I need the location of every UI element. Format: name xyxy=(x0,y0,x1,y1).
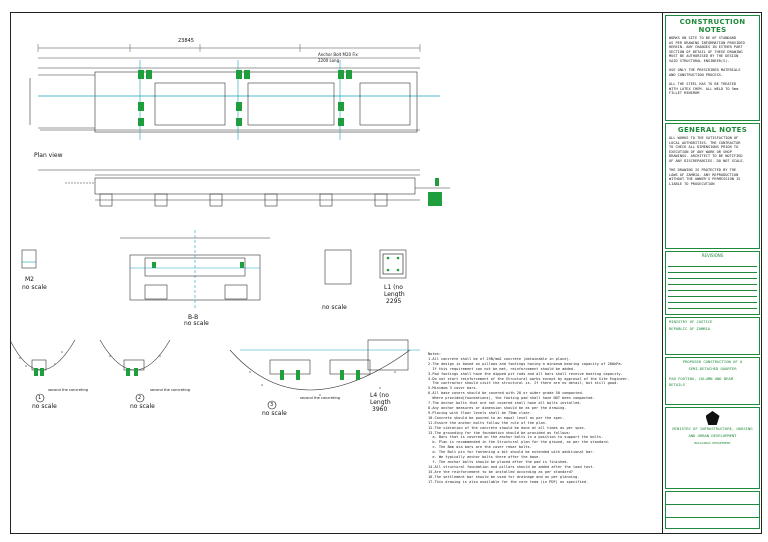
general-notes-box: GENERAL NOTES ALL WORKS TO THE SATISFACT… xyxy=(665,123,760,249)
construction-notes-title: CONSTRUCTION NOTES xyxy=(679,18,746,34)
title-block: CONSTRUCTION NOTES WORKS ON SITE TO BE O… xyxy=(662,13,761,533)
m2-label: M2 xyxy=(25,276,34,283)
anchor-note: Anchor Bolt M20 Fix xyxy=(318,52,358,57)
revisions-table xyxy=(668,261,757,312)
ministry-sub: BUILDINGS DEPARTMENT xyxy=(694,440,731,445)
beam-elevation-bolts xyxy=(428,178,442,206)
client-line-1: MINISTRY OF JUSTICE xyxy=(669,319,713,324)
bb-scale: no scale xyxy=(184,320,209,327)
ministry-line-2: AND URBAN DEVELOPMENT xyxy=(688,432,737,438)
section-b-b-cols xyxy=(152,262,244,268)
general-notes-title: GENERAL NOTES xyxy=(677,126,748,134)
detail-2-note: second the concreting xyxy=(150,388,191,392)
client-box: MINISTRY OF JUSTICE REPUBLIC OF ZAMBIA xyxy=(665,317,760,355)
overall-dimension: 23845 xyxy=(178,38,194,44)
detail-2-scale: no scale xyxy=(130,403,155,410)
l1-left-scale: no scale xyxy=(322,304,347,311)
section-m2 xyxy=(21,249,37,269)
l1-value: 2295 xyxy=(386,298,402,305)
construction-notes-body: WORKS ON SITE TO BE OF STANDARD AS PER D… xyxy=(669,36,745,96)
beam-elevation xyxy=(38,169,450,207)
plan-columns xyxy=(138,70,352,126)
project-line-2: SEMI-DETACHED QUARTER xyxy=(688,365,737,371)
plan-view xyxy=(29,47,440,140)
general-notes-body: ALL WORKS TO THE SATISFACTION OF LOCAL A… xyxy=(669,136,745,186)
revisions-title: REVISIONS xyxy=(701,253,724,258)
bb-label: B-B xyxy=(188,314,199,321)
length-note: 2200 Long xyxy=(318,58,340,63)
footing-details xyxy=(9,339,420,391)
l1-label: L1 (no xyxy=(384,284,403,291)
detail-1-note: second the concreting xyxy=(48,388,89,392)
detail-2-num: 2 xyxy=(138,395,142,401)
l4-value: 3960 xyxy=(372,406,388,413)
drawing-number-box xyxy=(665,491,760,529)
project-line-1: PROPOSED CONSTRUCTION OF A xyxy=(682,359,743,364)
client-line-2: REPUBLIC OF ZAMBIA xyxy=(669,325,711,331)
coat-of-arms-icon xyxy=(705,411,720,425)
section-b-b xyxy=(120,230,270,310)
detail-1-num: 1 xyxy=(38,395,42,401)
footing-green xyxy=(34,368,360,380)
l1-length: Length xyxy=(384,291,405,298)
plan-view-label: Plan view xyxy=(34,152,63,159)
section-l1 xyxy=(324,249,407,285)
revisions-box: REVISIONS xyxy=(665,251,760,315)
footing-hatch xyxy=(19,351,396,396)
drawing-title-2: DETAILS xyxy=(669,382,686,388)
project-box: PROPOSED CONSTRUCTION OF A SEMI-DETACHED… xyxy=(665,357,760,405)
l4-label: L4 (no xyxy=(370,392,389,399)
sheet-border xyxy=(10,12,762,534)
detail-3-note: second the concreting xyxy=(300,396,341,400)
drawing-title-1: PAD FOOTING, COLUMN AND BEAM xyxy=(669,375,734,381)
ministry-box: MINISTRY OF INFRASTRUCTURE, HOUSING AND … xyxy=(665,407,760,489)
section-l1-rebar xyxy=(386,256,400,272)
detail-3-scale: no scale xyxy=(262,410,287,417)
detail-markers xyxy=(35,393,277,410)
construction-notes-box: CONSTRUCTION NOTES WORKS ON SITE TO BE O… xyxy=(665,15,760,121)
m2-scale: no scale xyxy=(22,284,47,291)
l4-length: Length xyxy=(370,399,391,406)
detail-1-scale: no scale xyxy=(32,403,57,410)
structural-notes: Notes: 1.All concrete shall be of 25N/mm… xyxy=(428,352,630,484)
plan-dim-ticks xyxy=(37,44,421,52)
detail-3-num: 3 xyxy=(270,402,274,408)
ministry-line-1: MINISTRY OF INFRASTRUCTURE, HOUSING xyxy=(672,426,753,431)
